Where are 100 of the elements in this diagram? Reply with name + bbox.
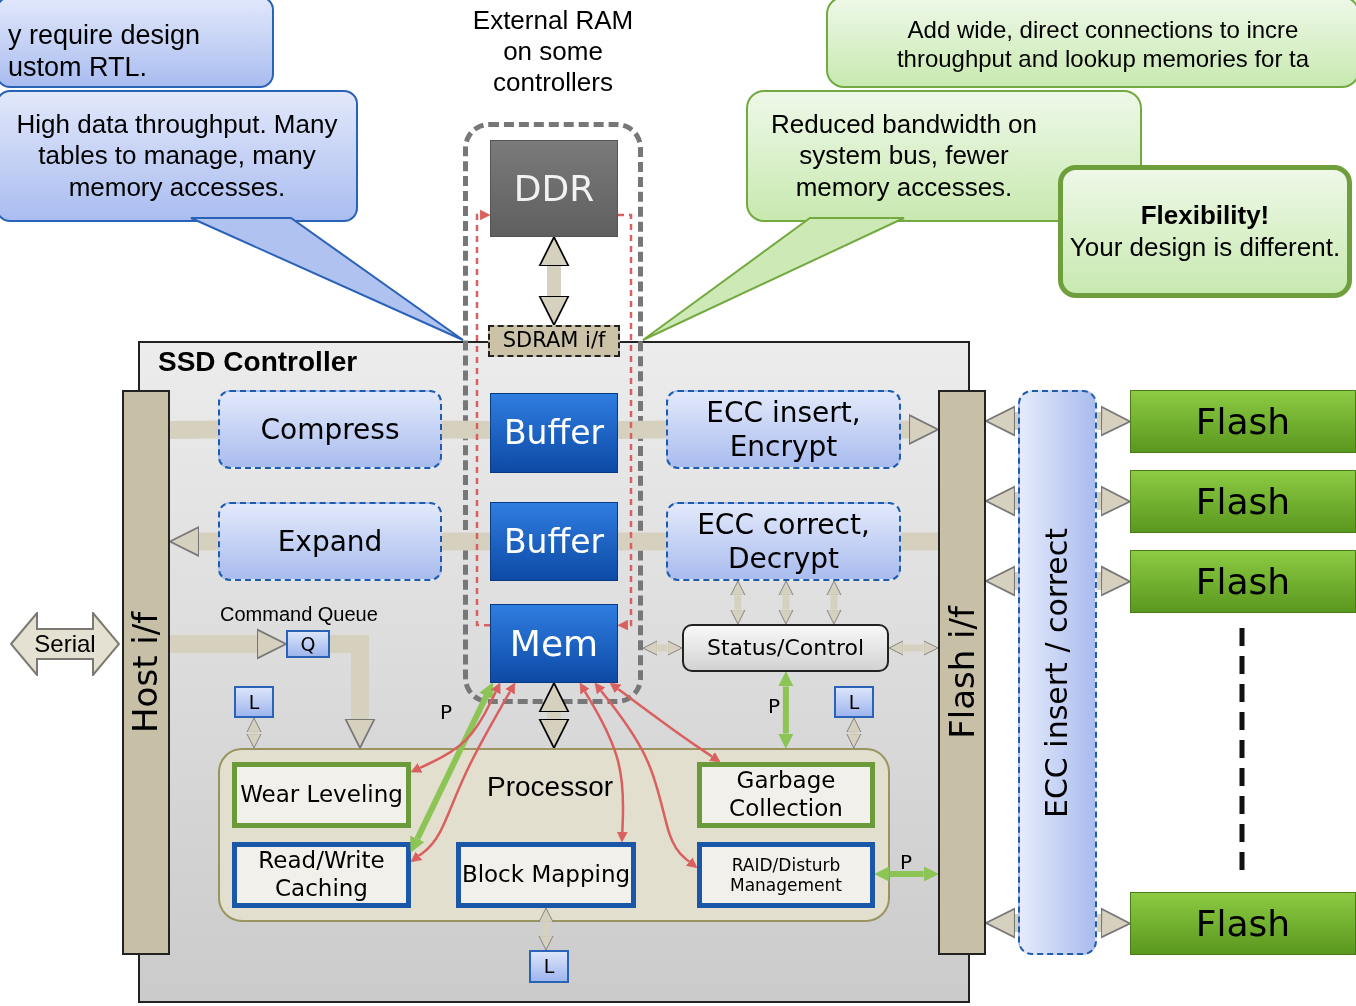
band-arrow bbox=[985, 565, 1018, 597]
arrow bbox=[642, 640, 683, 656]
box-label: Buffer bbox=[503, 521, 605, 562]
flash-chip bbox=[1130, 892, 1356, 955]
box-label: Host i/f bbox=[125, 611, 167, 734]
band-arrow bbox=[330, 635, 376, 749]
arrow bbox=[730, 580, 746, 625]
band-arrow bbox=[1096, 405, 1131, 437]
function-box bbox=[232, 762, 411, 828]
callout-box bbox=[746, 90, 1142, 222]
band-arrow bbox=[901, 414, 939, 445]
box-label: Expand bbox=[277, 524, 383, 559]
queue-box bbox=[529, 950, 569, 983]
arrow bbox=[579, 682, 628, 843]
box-label: Flash bbox=[1195, 901, 1291, 946]
box-label: L bbox=[543, 955, 555, 978]
box-label: Block Mapping bbox=[461, 861, 631, 889]
box-label: Compress bbox=[260, 412, 400, 447]
band-arrow bbox=[170, 628, 287, 660]
box-label: Flash bbox=[1195, 399, 1291, 444]
interface-bar bbox=[488, 325, 620, 357]
dashed-arrow bbox=[475, 209, 491, 627]
box-label: Serial bbox=[34, 629, 96, 659]
box-label: Garbage Collection bbox=[728, 767, 844, 823]
arrow bbox=[778, 580, 794, 625]
function-box bbox=[218, 502, 442, 581]
box-label: Flash bbox=[1195, 479, 1291, 524]
band-arrow bbox=[538, 682, 570, 749]
box-label: L bbox=[248, 690, 260, 714]
band-arrow bbox=[538, 236, 570, 326]
function-box bbox=[697, 762, 875, 828]
queue-box bbox=[234, 686, 274, 718]
box-label: ECC correct, Decrypt bbox=[696, 507, 871, 576]
function-box bbox=[666, 502, 901, 581]
band-arrow bbox=[985, 907, 1018, 939]
ecc-column bbox=[1018, 390, 1097, 955]
box-label: y require design ustom RTL. bbox=[8, 18, 202, 84]
edge-label: P bbox=[440, 700, 453, 724]
band-arrow bbox=[1096, 907, 1131, 939]
box-label: Status/Control bbox=[706, 634, 864, 662]
box-label: Flash bbox=[1195, 559, 1291, 604]
interface-bar bbox=[938, 390, 986, 955]
interface-bar bbox=[122, 390, 170, 955]
dashed-arrow bbox=[617, 213, 633, 631]
arrow bbox=[609, 682, 721, 763]
box-label: High data throughput. Many tables to manage, many memory accesses. bbox=[15, 109, 339, 203]
status-box bbox=[682, 624, 889, 672]
function-box bbox=[232, 842, 411, 908]
flash-chip bbox=[1130, 470, 1356, 533]
box-label: RAID/Disturb Management bbox=[729, 854, 843, 896]
arrow bbox=[846, 717, 862, 749]
arrow bbox=[826, 580, 842, 625]
function-box bbox=[697, 842, 875, 908]
box-label: Flexibility! bbox=[1140, 200, 1270, 232]
band-arrow bbox=[985, 485, 1018, 517]
processor-box bbox=[218, 748, 890, 922]
box-label: SDRAM i/f bbox=[502, 328, 606, 354]
arrow bbox=[410, 682, 494, 853]
callout-box bbox=[826, 0, 1356, 88]
callout-tail bbox=[190, 217, 464, 341]
callout-box bbox=[0, 90, 358, 222]
box-label: Mem bbox=[509, 621, 599, 666]
arrow bbox=[246, 717, 262, 749]
box-label: Buffer bbox=[503, 413, 605, 453]
band-arrow bbox=[169, 526, 218, 557]
heading-text: External RAM on some controllers bbox=[471, 5, 635, 99]
box-label: Flash i/f bbox=[941, 606, 983, 739]
box-label: L bbox=[848, 690, 860, 714]
memory-block bbox=[490, 393, 618, 473]
box-label: ECC insert, Encrypt bbox=[705, 395, 862, 464]
arrow bbox=[594, 682, 698, 869]
box-label: Your design is different. bbox=[1069, 231, 1341, 263]
band-arrow bbox=[1096, 565, 1131, 597]
box-label: Wear Leveling bbox=[240, 781, 403, 809]
box-title: SSD Controller bbox=[158, 345, 358, 379]
box-title: Processor bbox=[487, 770, 614, 804]
arrow bbox=[410, 682, 501, 773]
arrow bbox=[874, 866, 939, 882]
callout-box bbox=[1058, 165, 1352, 298]
box-label: Read/Write Caching bbox=[257, 847, 386, 903]
callout-tail bbox=[642, 217, 905, 341]
edge-label: P bbox=[768, 694, 781, 718]
arrow bbox=[410, 682, 516, 863]
edge-label: P bbox=[900, 850, 913, 874]
memory-block bbox=[490, 140, 618, 237]
flash-chip bbox=[1130, 390, 1356, 453]
function-box bbox=[456, 842, 636, 908]
memory-block bbox=[490, 502, 618, 581]
arrow bbox=[778, 671, 794, 749]
box-label: Reduced bandwidth on system bus, fewer memory accesses. bbox=[770, 109, 1038, 203]
box-label: Add wide, direct connections to incre throughput and lookup memories for ta bbox=[895, 16, 1311, 74]
box-label: Q bbox=[300, 632, 316, 656]
box-label: DDR bbox=[513, 166, 595, 211]
function-box bbox=[666, 390, 901, 469]
arrow bbox=[538, 907, 554, 951]
memory-block bbox=[490, 604, 618, 683]
arrow bbox=[888, 640, 939, 656]
function-box bbox=[218, 390, 442, 469]
band-arrow bbox=[985, 405, 1018, 437]
caption-text: Command Queue bbox=[220, 602, 378, 626]
